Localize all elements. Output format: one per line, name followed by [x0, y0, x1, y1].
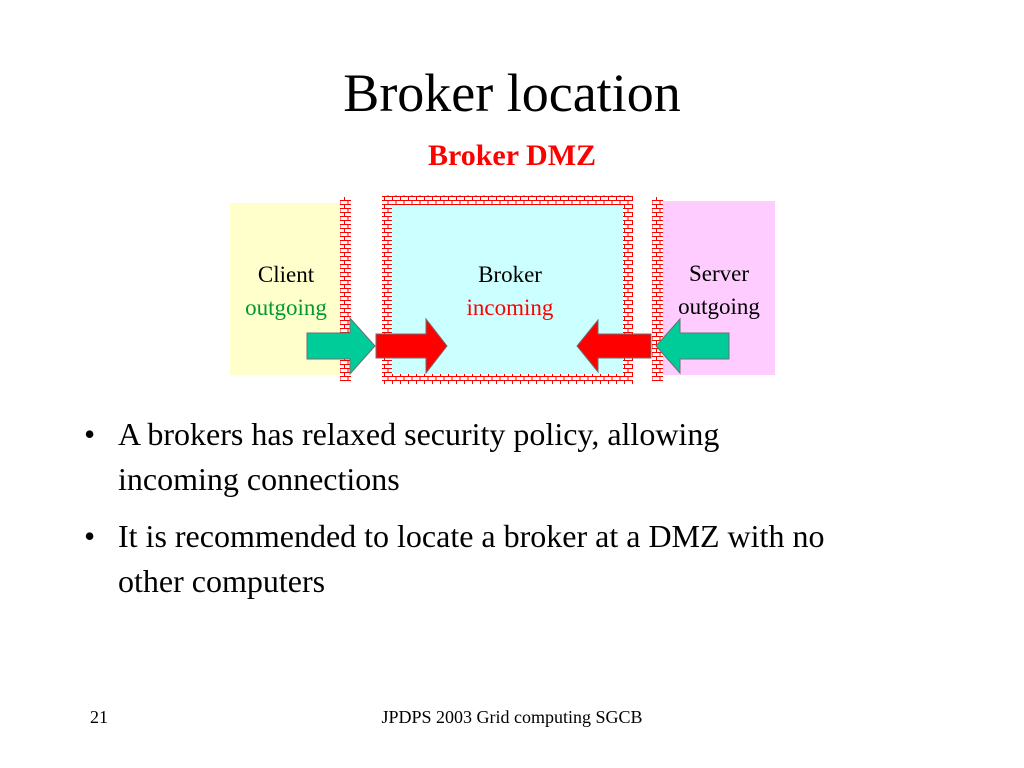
- footer-text: JPDPS 2003 Grid computing SGCB: [381, 707, 643, 727]
- server-direction: outgoing: [678, 294, 760, 319]
- client-outgoing-arrow: [306, 316, 376, 376]
- bullet-text: A brokers has relaxed security policy, a…: [118, 416, 720, 497]
- server-name: Server: [688, 261, 750, 286]
- bullet-dot: •: [84, 416, 96, 452]
- broker-label: Broker incoming: [440, 258, 580, 324]
- server-firewall: [652, 197, 663, 381]
- bullet-dot: •: [84, 518, 96, 554]
- broker-name: Broker: [478, 262, 542, 287]
- slide-subtitle: Broker DMZ: [427, 139, 597, 172]
- client-firewall: [340, 197, 351, 381]
- server-outgoing-arrow: [655, 317, 730, 375]
- client-direction: outgoing: [245, 295, 327, 320]
- client-label: Client outgoing: [232, 258, 340, 324]
- broker-direction: incoming: [466, 295, 554, 320]
- server-label: Server outgoing: [663, 257, 775, 323]
- bullet-item: • It is recommended to locate a broker a…: [76, 514, 896, 604]
- bullet-text: It is recommended to locate a broker at …: [118, 518, 825, 599]
- broker-incoming-arrow-left: [375, 317, 448, 375]
- slide-title: Broker location: [343, 63, 681, 123]
- client-name: Client: [257, 262, 315, 287]
- slide-number: 21: [90, 707, 108, 727]
- bullet-list: • A brokers has relaxed security policy,…: [76, 412, 896, 616]
- broker-incoming-arrow-right: [576, 318, 652, 374]
- bullet-item: • A brokers has relaxed security policy,…: [76, 412, 896, 502]
